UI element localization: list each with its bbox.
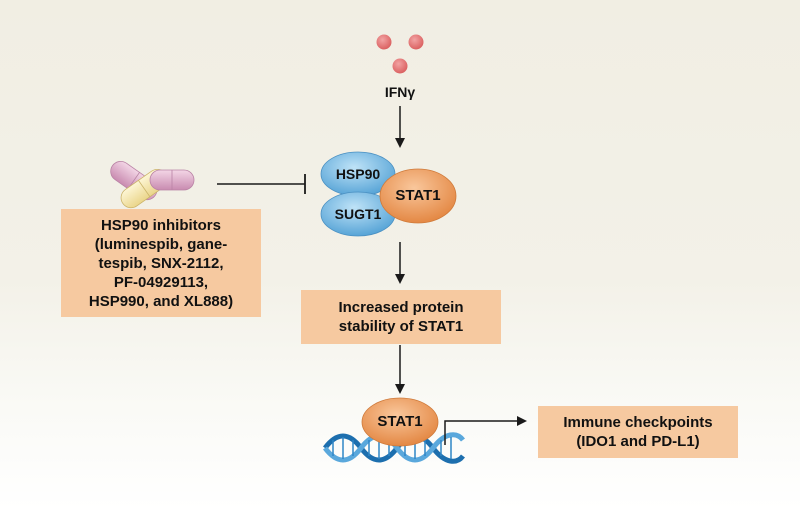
ifn-gamma-molecules [376,34,424,74]
immune-checkpoints-box: Immune checkpoints (IDO1 and PD-L1) [538,406,738,458]
sugt1-label: SUGT1 [334,206,382,222]
protein-stability-text: Increased protein stability of STAT1 [338,299,464,335]
ifn-dot [392,58,408,74]
ifn-gamma-label: IFNγ [384,84,416,100]
hsp90-label: HSP90 [335,166,381,182]
stat1-label-complex: STAT1 [395,187,441,204]
stat1-label-dna: STAT1 [377,413,423,430]
hsp90-inhibitors-box: HSP90 inhibitors (luminespib, gane- tesp… [61,209,261,317]
hsp90-inhibitors-text: HSP90 inhibitors (luminespib, gane- tesp… [88,216,234,310]
transcription-arrow [444,416,527,445]
immune-checkpoints-text: Immune checkpoints (IDO1 and PD-L1) [563,414,713,450]
ifn-dot [408,34,424,50]
inhibition-line [217,174,306,194]
stat1-oval-dna [361,397,439,447]
protein-stability-box: Increased protein stability of STAT1 [301,290,501,344]
capsule-icon [110,160,195,209]
ifn-dot [376,34,392,50]
stat1-oval-complex [379,168,457,224]
